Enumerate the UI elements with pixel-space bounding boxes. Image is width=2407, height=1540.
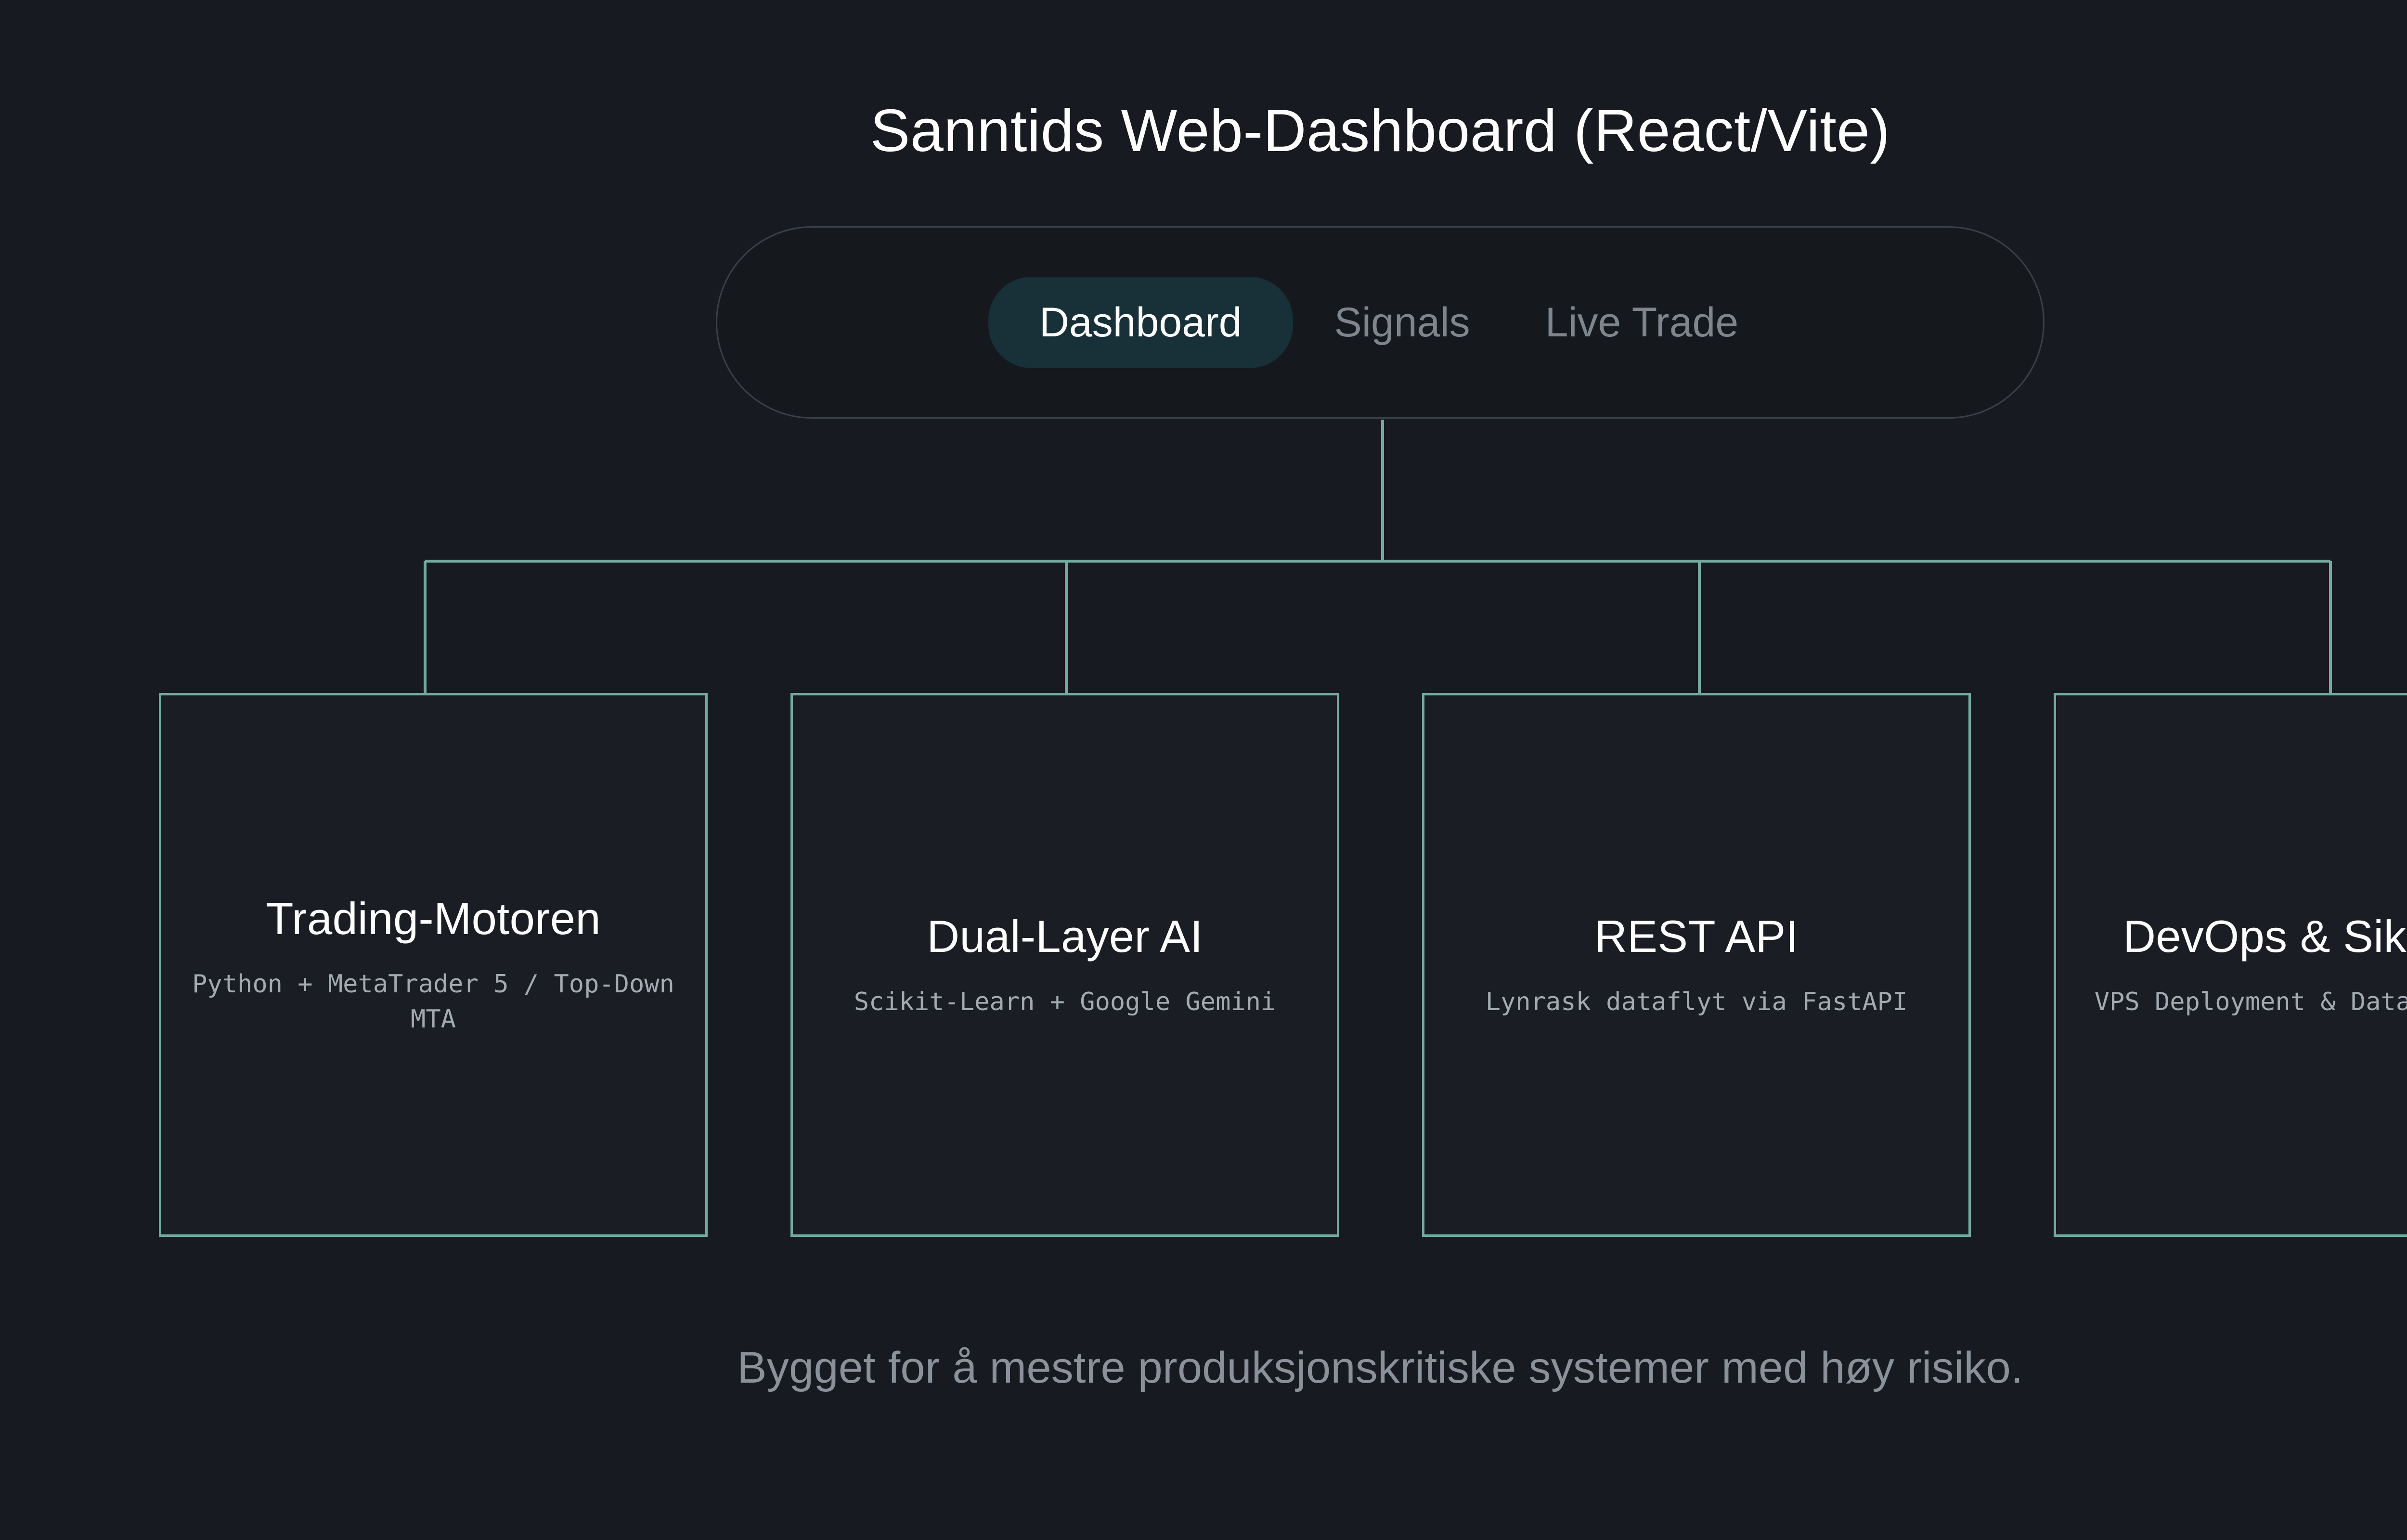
card-dual-layer-ai[interactable]: Dual-Layer AI Scikit-Learn + Google Gemi… — [790, 693, 1339, 1237]
card-title: DevOps & Sikkerhet — [2123, 911, 2407, 962]
card-title: Trading-Motoren — [266, 893, 601, 944]
card-subtitle: VPS Deployment & Data Integrity — [2094, 987, 2407, 1016]
card-subtitle: Scikit-Learn + Google Gemini — [854, 987, 1276, 1016]
tab-dashboard-label: Dashboard — [1039, 299, 1242, 346]
card-trading-motoren[interactable]: Trading-Motoren Python + MetaTrader 5 / … — [159, 693, 708, 1237]
card-rest-api[interactable]: REST API Lynrask dataflyt via FastAPI — [1422, 693, 1971, 1237]
card-row: Trading-Motoren Python + MetaTrader 5 / … — [159, 693, 2407, 1237]
card-subtitle: Lynrask dataflyt via FastAPI — [1485, 987, 1908, 1016]
tab-live-trade-label: Live Trade — [1545, 299, 1739, 346]
card-subtitle: Python + MetaTrader 5 / Top-Down MTA — [192, 969, 674, 1034]
tab-signals-label: Signals — [1334, 299, 1470, 346]
page-title: Sanntids Web-Dashboard (React/Vite) — [870, 98, 1890, 164]
card-title: REST API — [1594, 911, 1799, 962]
tab-live-trade[interactable]: Live Trade — [1512, 277, 1773, 368]
tab-dashboard[interactable]: Dashboard — [988, 277, 1293, 368]
card-title: Dual-Layer AI — [927, 911, 1203, 962]
tab-bar: Dashboard Signals Live Trade — [716, 226, 2045, 419]
tab-signals[interactable]: Signals — [1301, 277, 1504, 368]
card-devops-sikkerhet[interactable]: DevOps & Sikkerhet VPS Deployment & Data… — [2054, 693, 2407, 1237]
footnote: Bygget for å mestre produksjonskritiske … — [737, 1343, 2023, 1392]
